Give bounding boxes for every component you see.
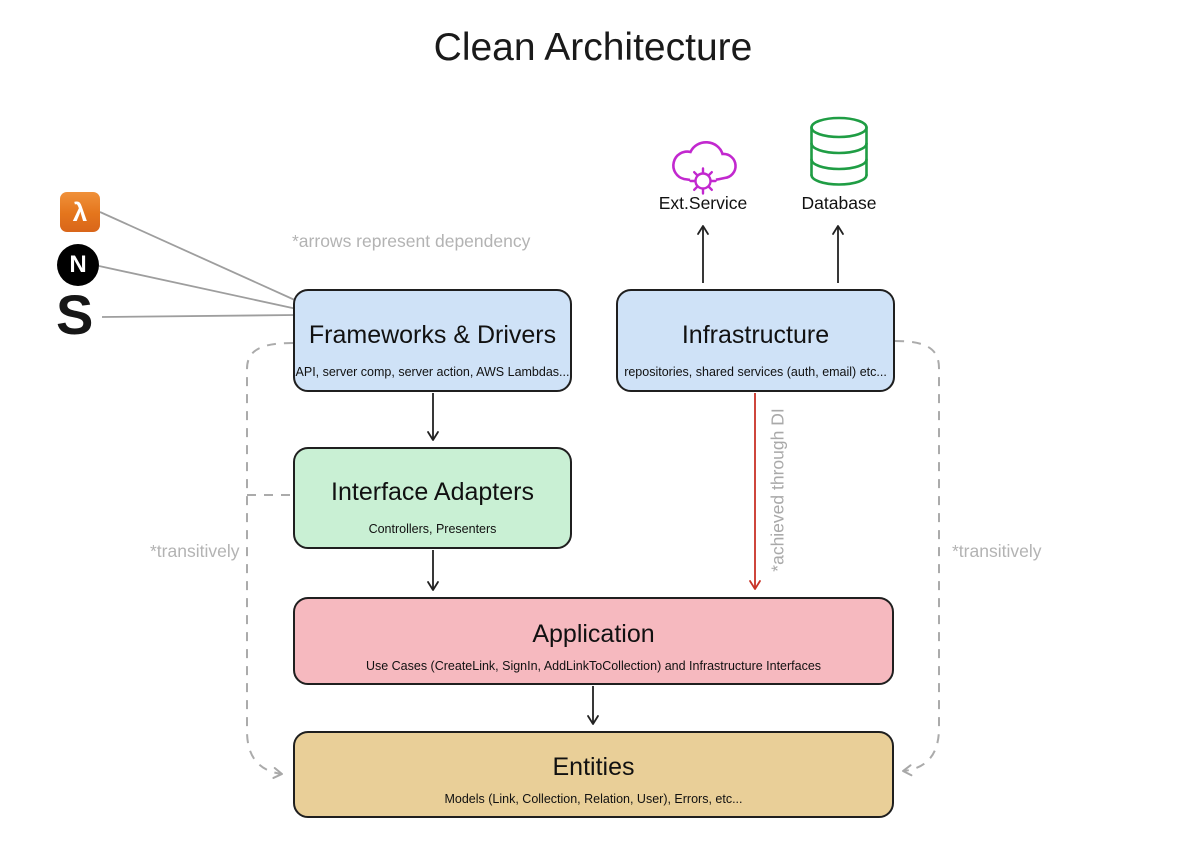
s-framework-glyph: S	[56, 283, 94, 346]
application-title: Application	[532, 619, 655, 648]
box-infrastructure: Infrastructure repositories, shared serv…	[616, 289, 895, 392]
gear-spokes	[689, 167, 717, 195]
edge-nextjs-to-frameworks	[98, 265, 298, 310]
gear-icon	[694, 172, 712, 190]
edge-s-to-frameworks	[101, 314, 296, 318]
edge-infrastructure-to-entities-dashed	[894, 340, 940, 777]
note-achieved-through-di: *achieved through DI	[767, 408, 788, 572]
database-label: Database	[801, 193, 877, 213]
application-subtitle: Use Cases (CreateLink, SignIn, AddLinkTo…	[365, 658, 822, 673]
box-application: Application Use Cases (CreateLink, SignI…	[293, 597, 894, 685]
aws-lambda-glyph: λ	[72, 196, 88, 227]
interface-adapters-title: Interface Adapters	[331, 478, 534, 506]
database-icon	[810, 116, 868, 186]
nextjs-icon: N	[57, 244, 99, 286]
infrastructure-title: Infrastructure	[681, 320, 830, 349]
frameworks-drivers-subtitle: API, server comp, server action, AWS Lam…	[295, 364, 570, 379]
infrastructure-subtitle: repositories, shared services (auth, ema…	[624, 364, 887, 379]
note-transitively-right: *transitively	[952, 541, 1042, 561]
ext-service-cloud-icon	[672, 141, 737, 195]
interface-adapters-subtitle: Controllers, Presenters	[368, 522, 497, 536]
aws-lambda-icon: λ	[60, 192, 100, 232]
box-interface-adapters: Interface Adapters Controllers, Presente…	[293, 447, 572, 549]
edge-frameworks-to-entities-dashed	[246, 342, 294, 779]
ext-service-label: Ext.Service	[658, 193, 748, 213]
box-entities: Entities Models (Link, Collection, Relat…	[293, 731, 894, 818]
entities-subtitle: Models (Link, Collection, Relation, User…	[444, 792, 743, 806]
entities-title: Entities	[552, 753, 635, 781]
edge-lambda-to-frameworks	[99, 211, 298, 302]
s-framework-icon: S	[56, 287, 93, 343]
note-transitively-left: *transitively	[150, 541, 240, 561]
nextjs-glyph: N	[69, 251, 87, 278]
box-frameworks-drivers: Frameworks & Drivers API, server comp, s…	[293, 289, 572, 392]
frameworks-drivers-title: Frameworks & Drivers	[308, 320, 557, 349]
note-arrows-dependency: *arrows represent dependency	[292, 231, 531, 251]
page-title: Clean Architecture	[433, 26, 753, 69]
cloud-outline	[672, 141, 737, 183]
